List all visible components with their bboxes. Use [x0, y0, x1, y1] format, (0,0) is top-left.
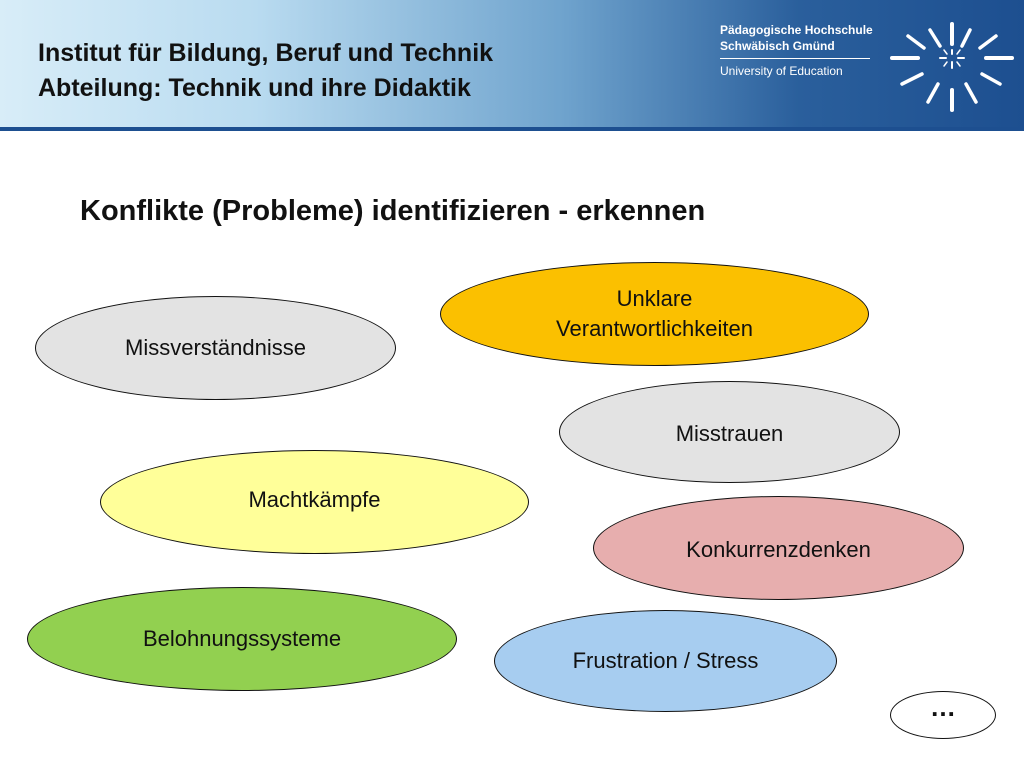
conflict-label: Belohnungssysteme	[142, 626, 342, 651]
radial-burst-logo-icon	[890, 22, 1014, 112]
page-title: Konflikte (Probleme) identifizieren - er…	[80, 195, 706, 227]
conflict-label: Unklare Verantwortlichkeiten	[556, 286, 753, 341]
conflict-bubble-frustration-stress: Frustration / Stress	[494, 610, 837, 712]
header-banner	[0, 0, 1024, 127]
conflict-label: Machtkämpfe	[248, 487, 381, 512]
logo-divider	[720, 58, 870, 59]
conflict-label: Konkurrenzdenken	[686, 537, 871, 562]
conflict-bubble-more: …	[890, 691, 996, 739]
conflict-bubble-konkurrenzdenken: Konkurrenzdenken	[593, 496, 964, 600]
conflict-bubble-machtkaempfe: Machtkämpfe	[100, 450, 529, 554]
conflict-bubble-belohnungssysteme: Belohnungssysteme	[27, 587, 457, 691]
conflict-bubble-misstrauen: Misstrauen	[559, 381, 900, 483]
logo-name-line3: University of Education	[720, 64, 843, 78]
conflict-label: Missverständnisse	[125, 335, 306, 360]
header-divider	[0, 127, 1024, 131]
logo-name-line2: Schwäbisch Gmünd	[720, 39, 835, 53]
institute-title: Institut für Bildung, Beruf und Technik	[38, 39, 494, 67]
department-title: Abteilung: Technik und ihre Didaktik	[38, 74, 471, 102]
conflict-label: …	[930, 692, 956, 722]
conflict-bubble-unklare-verantwortlichkeiten: Unklare Verantwortlichkeiten	[440, 262, 869, 366]
conflict-label: Misstrauen	[675, 421, 784, 446]
conflict-label: Frustration / Stress	[572, 648, 759, 673]
conflict-bubble-missverstaendnisse: Missverständnisse	[35, 296, 396, 400]
logo-name-line1: Pädagogische Hochschule	[720, 23, 873, 37]
